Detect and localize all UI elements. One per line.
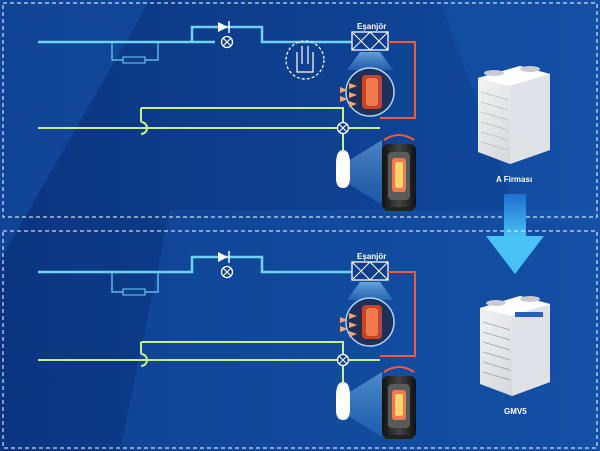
outdoor-unit-icon bbox=[478, 66, 550, 164]
outdoor-unit-icon bbox=[480, 296, 550, 396]
background-light-wedge bbox=[0, 0, 150, 260]
filter-icon bbox=[122, 288, 146, 296]
compressor-icon bbox=[382, 134, 416, 211]
heat-exchanger-label: Eşanjör bbox=[357, 22, 386, 31]
coil-zoom-icon bbox=[340, 297, 395, 347]
transition-arrow-icon bbox=[486, 194, 544, 274]
compressor-icon bbox=[382, 366, 416, 439]
unit-label: GMV5 bbox=[504, 407, 527, 416]
check-valve-icon bbox=[218, 251, 230, 263]
panel-frame bbox=[2, 2, 598, 218]
heat-exchanger-icon bbox=[351, 261, 389, 281]
accumulator-icon bbox=[336, 150, 350, 188]
panel-frame bbox=[2, 230, 598, 449]
check-valve-icon bbox=[218, 21, 230, 33]
four-way-valve-icon bbox=[336, 121, 350, 135]
coil-zoom-icon bbox=[340, 67, 395, 117]
vapor-pipe bbox=[141, 341, 344, 354]
filter-icon bbox=[122, 56, 146, 64]
zoom-beam bbox=[350, 372, 382, 437]
zoom-beam bbox=[347, 52, 393, 70]
vapor-pipe bbox=[141, 107, 344, 122]
heat-exchanger-label: Eşanjör bbox=[357, 252, 386, 261]
solenoid-valve-icon bbox=[220, 265, 234, 279]
oil-separator-icon bbox=[285, 40, 325, 80]
pipe-crossover bbox=[140, 121, 148, 135]
panel-bottom: Eşanjör bbox=[2, 230, 598, 449]
pipe-crossover bbox=[140, 353, 148, 367]
hot-gas-pipe bbox=[380, 41, 416, 119]
four-way-valve-icon bbox=[336, 353, 350, 367]
zoom-beam bbox=[347, 282, 393, 300]
panel-top: Eşanjör bbox=[2, 2, 598, 218]
hot-gas-pipe bbox=[380, 271, 416, 357]
accumulator-icon bbox=[336, 382, 350, 420]
zoom-beam bbox=[350, 140, 382, 205]
unit-label: A Firması bbox=[496, 175, 532, 184]
heat-exchanger-icon bbox=[351, 31, 389, 51]
solenoid-valve-icon bbox=[220, 35, 234, 49]
